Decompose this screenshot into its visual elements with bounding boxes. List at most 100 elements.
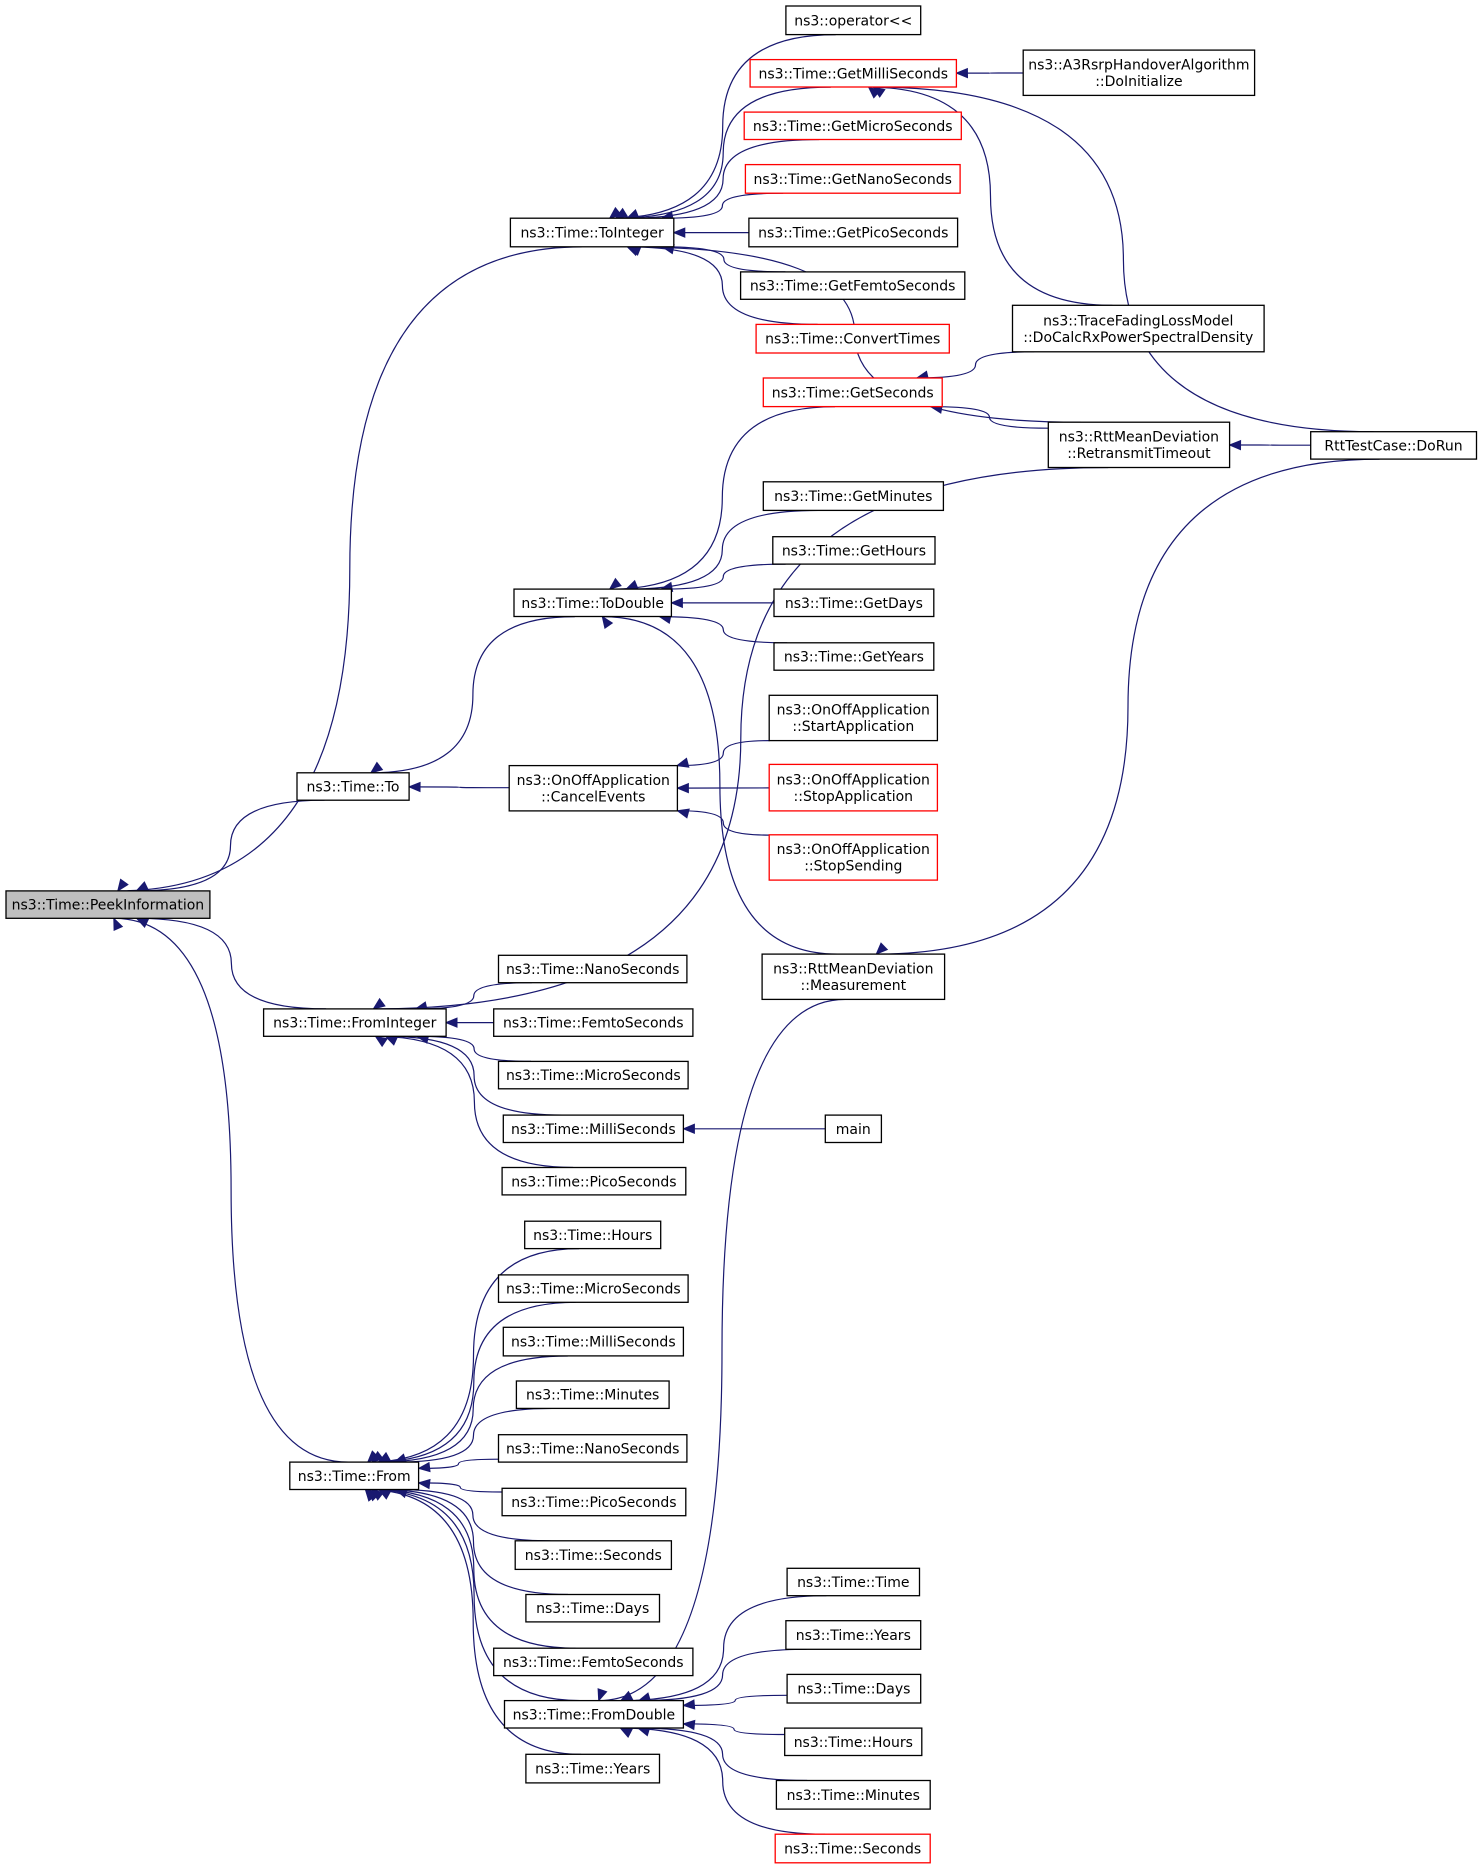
node-f_nano[interactable]: ns3::Time::NanoSeconds bbox=[497, 1434, 688, 1463]
node-label: ns3::Time::Days bbox=[797, 1682, 910, 1698]
edge-toint-getnano bbox=[661, 192, 784, 219]
node-fi_pico[interactable]: ns3::Time::PicoSeconds bbox=[501, 1166, 687, 1196]
node-label: ns3::RttMeanDeviation bbox=[773, 962, 933, 978]
node-fd_time[interactable]: ns3::Time::Time bbox=[786, 1567, 921, 1597]
node-label: ns3::Time::MicroSeconds bbox=[506, 1068, 681, 1084]
node-trace[interactable]: ns3::TraceFadingLossModel::DoCalcRxPower… bbox=[1011, 304, 1265, 353]
node-startapp[interactable]: ns3::OnOffApplication::StartApplication bbox=[768, 694, 939, 742]
node-gethours[interactable]: ns3::Time::GetHours bbox=[772, 536, 936, 565]
node-box bbox=[786, 1673, 922, 1704]
arrowhead-todouble-getdays bbox=[670, 597, 683, 609]
arrowhead-fromdouble-rttmeas bbox=[597, 1688, 608, 1702]
node-f_years[interactable]: ns3::Time::Years bbox=[525, 1753, 661, 1784]
node-getnano[interactable]: ns3::Time::GetNanoSeconds bbox=[744, 163, 961, 194]
node-f_seconds[interactable]: ns3::Time::Seconds bbox=[514, 1540, 673, 1571]
node-f_hours[interactable]: ns3::Time::Hours bbox=[524, 1220, 662, 1250]
node-box bbox=[773, 642, 935, 671]
edge-from-f_years bbox=[365, 1488, 582, 1755]
node-fd_days[interactable]: ns3::Time::Days bbox=[786, 1673, 922, 1704]
node-getfemto[interactable]: ns3::Time::GetFemtoSeconds bbox=[739, 271, 966, 300]
edge-toint-getfemto bbox=[662, 246, 786, 273]
node-getpico[interactable]: ns3::Time::GetPicoSeconds bbox=[748, 217, 959, 248]
node-from[interactable]: ns3::Time::From bbox=[289, 1461, 420, 1491]
edge-to-todouble bbox=[370, 616, 575, 774]
node-box bbox=[501, 1166, 687, 1196]
node-box bbox=[743, 111, 962, 141]
node-label: ns3::OnOffApplication bbox=[777, 703, 930, 719]
node-fromint[interactable]: ns3::Time::FromInteger bbox=[262, 1008, 447, 1037]
node-getsec[interactable]: ns3::Time::GetSeconds bbox=[762, 377, 943, 408]
edge-from-fromdouble bbox=[367, 1488, 581, 1702]
node-label: ::DoInitialize bbox=[1095, 74, 1182, 90]
node-opout[interactable]: ns3::operator<< bbox=[785, 5, 922, 36]
node-label: ::StartApplication bbox=[792, 719, 914, 735]
arrowhead-fromdouble-fd_seconds bbox=[619, 1727, 633, 1738]
node-box bbox=[509, 217, 675, 248]
node-f_micro[interactable]: ns3::Time::MicroSeconds bbox=[497, 1274, 689, 1303]
node-label: ns3::TraceFadingLossModel bbox=[1043, 313, 1233, 329]
node-fd_hours[interactable]: ns3::Time::Hours bbox=[784, 1727, 923, 1757]
node-box bbox=[1047, 421, 1231, 469]
edge-peek-fromint bbox=[136, 917, 327, 1010]
node-peek[interactable]: ns3::Time::PeekInformation bbox=[5, 890, 211, 919]
node-box bbox=[493, 1008, 694, 1037]
node-fi_nano[interactable]: ns3::Time::NanoSeconds bbox=[497, 954, 688, 984]
node-rttretx[interactable]: ns3::RttMeanDeviation::RetransmitTimeout bbox=[1047, 421, 1231, 469]
arrowhead-todouble-getsec bbox=[608, 577, 622, 590]
node-f_pico[interactable]: ns3::Time::PicoSeconds bbox=[501, 1487, 687, 1517]
edge-fromint-fi_micro bbox=[417, 1035, 532, 1062]
node-getmilli[interactable]: ns3::Time::GetMilliSeconds bbox=[749, 58, 958, 88]
node-f_days[interactable]: ns3::Time::Days bbox=[525, 1593, 661, 1623]
node-stopsend[interactable]: ns3::OnOffApplication::StopSending bbox=[768, 834, 939, 881]
node-fi_micro[interactable]: ns3::Time::MicroSeconds bbox=[497, 1060, 689, 1090]
node-f_milli[interactable]: ns3::Time::MilliSeconds bbox=[502, 1326, 685, 1357]
node-getdays[interactable]: ns3::Time::GetDays bbox=[773, 588, 935, 618]
node-to[interactable]: ns3::Time::To bbox=[296, 772, 410, 801]
node-box bbox=[502, 1326, 685, 1357]
node-fd_minutes[interactable]: ns3::Time::Minutes bbox=[775, 1779, 931, 1810]
edge-fromdouble-fd_hours bbox=[683, 1723, 785, 1736]
arrowhead-todouble-getmin bbox=[624, 579, 639, 590]
edge-todouble-gethours bbox=[660, 563, 786, 590]
edge-getmilli-trace bbox=[868, 86, 1113, 306]
node-a3[interactable]: ns3::A3RsrpHandoverAlgorithm::DoInitiali… bbox=[1022, 49, 1256, 97]
arrowhead-todouble-rttmeas bbox=[601, 615, 614, 630]
node-box bbox=[768, 834, 939, 881]
node-box bbox=[1011, 304, 1265, 353]
arrowhead-cancel-stopsend bbox=[676, 808, 690, 819]
node-label: ns3::Time::FromDouble bbox=[513, 1707, 676, 1723]
node-label: ns3::Time::NanoSeconds bbox=[506, 1441, 680, 1457]
node-box bbox=[755, 323, 950, 354]
node-rttmeas[interactable]: ns3::RttMeanDeviation::Measurement bbox=[761, 953, 946, 1001]
arrowhead-fromint-fi_femto bbox=[444, 1017, 458, 1028]
node-fi_milli[interactable]: ns3::Time::MilliSeconds bbox=[502, 1114, 685, 1144]
node-getmin[interactable]: ns3::Time::GetMinutes bbox=[762, 481, 945, 512]
arrowhead-getmilli-a3 bbox=[955, 67, 969, 79]
node-convtimes[interactable]: ns3::Time::ConvertTimes bbox=[755, 323, 950, 354]
node-box bbox=[289, 1461, 420, 1491]
node-fd_years[interactable]: ns3::Time::Years bbox=[785, 1620, 922, 1650]
node-toint[interactable]: ns3::Time::ToInteger bbox=[509, 217, 675, 248]
node-fd_seconds[interactable]: ns3::Time::Seconds bbox=[774, 1833, 931, 1864]
edge-from-f_milli bbox=[378, 1355, 568, 1463]
node-stopapp[interactable]: ns3::OnOffApplication::StopApplication bbox=[768, 763, 939, 812]
arrowhead-to-cancel bbox=[407, 781, 421, 793]
arrowhead-fi_milli-main bbox=[682, 1123, 695, 1135]
arrowhead-from-f_milli bbox=[377, 1451, 392, 1463]
node-label: ::RetransmitTimeout bbox=[1067, 446, 1211, 462]
node-getyears[interactable]: ns3::Time::GetYears bbox=[773, 642, 935, 671]
node-f_femto[interactable]: ns3::Time::FemtoSeconds bbox=[493, 1647, 694, 1677]
node-todouble[interactable]: ns3::Time::ToDouble bbox=[513, 588, 673, 618]
node-getmicro[interactable]: ns3::Time::GetMicroSeconds bbox=[743, 111, 962, 141]
node-fi_femto[interactable]: ns3::Time::FemtoSeconds bbox=[493, 1008, 694, 1037]
node-label: ns3::Time::FemtoSeconds bbox=[503, 1655, 684, 1671]
node-fromdouble[interactable]: ns3::Time::FromDouble bbox=[503, 1699, 685, 1729]
node-cancel[interactable]: ns3::OnOffApplication::CancelEvents bbox=[508, 764, 679, 812]
edge-rttmeas-rttcase bbox=[876, 458, 1380, 955]
node-rttcase[interactable]: RttTestCase::DoRun bbox=[1310, 431, 1478, 460]
node-main[interactable]: main bbox=[824, 1114, 883, 1144]
edge-from-f_femto bbox=[371, 1488, 576, 1649]
node-f_minutes[interactable]: ns3::Time::Minutes bbox=[515, 1380, 670, 1410]
node-box bbox=[513, 588, 673, 618]
arrowhead-from-f_nano bbox=[417, 1461, 431, 1473]
